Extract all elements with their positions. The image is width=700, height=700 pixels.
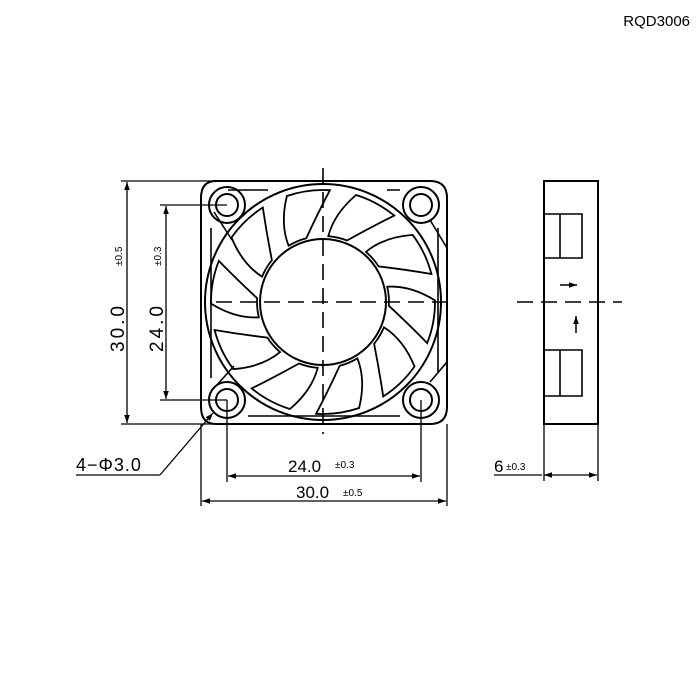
- fan-blade: [386, 285, 436, 345]
- fan-blade: [230, 205, 273, 279]
- fan-blades: [210, 189, 436, 415]
- side-view: [543, 180, 599, 425]
- fan-frame-outline: [200, 180, 448, 425]
- dimension-labels: 30.0 ±0.5 24.0 ±0.3 24.0 ±0.3 30.0 ±0.5 …: [76, 246, 526, 502]
- center-lines: [216, 168, 622, 434]
- hole-spacing-dim-value: 24.0: [288, 457, 321, 476]
- fan-blade: [213, 328, 282, 371]
- side-view-outline: [543, 180, 599, 425]
- fan-blade: [373, 325, 416, 399]
- fan-blade: [364, 233, 433, 276]
- width-dim-value: 30.0: [296, 483, 329, 502]
- model-number: RQD3006: [623, 13, 690, 30]
- inner-height-dim-tolerance: ±0.3: [153, 246, 164, 266]
- height-dim-tolerance: ±0.5: [114, 246, 125, 266]
- height-dim-value: 30.0: [108, 303, 129, 352]
- fan-frame-inner-edge: [210, 189, 439, 417]
- thickness-dim-value: 6: [494, 457, 503, 476]
- fan-blade: [327, 193, 396, 242]
- hole-callout-text: 4−Φ3.0: [76, 455, 142, 475]
- mounting-hole-top-right: [402, 186, 440, 224]
- fan-blade: [314, 356, 364, 415]
- fan-blade: [282, 189, 332, 248]
- frame-corner-struts: [213, 211, 448, 387]
- hole-spacing-dim-tolerance: ±0.3: [335, 460, 355, 471]
- fan-blade: [250, 362, 319, 411]
- inner-height-dim-value: 24.0: [147, 303, 168, 352]
- width-dim-tolerance: ±0.5: [343, 488, 363, 499]
- thickness-dim-tolerance: ±0.3: [506, 462, 526, 473]
- fan-blade: [210, 259, 260, 319]
- dimension-lines: [76, 180, 599, 506]
